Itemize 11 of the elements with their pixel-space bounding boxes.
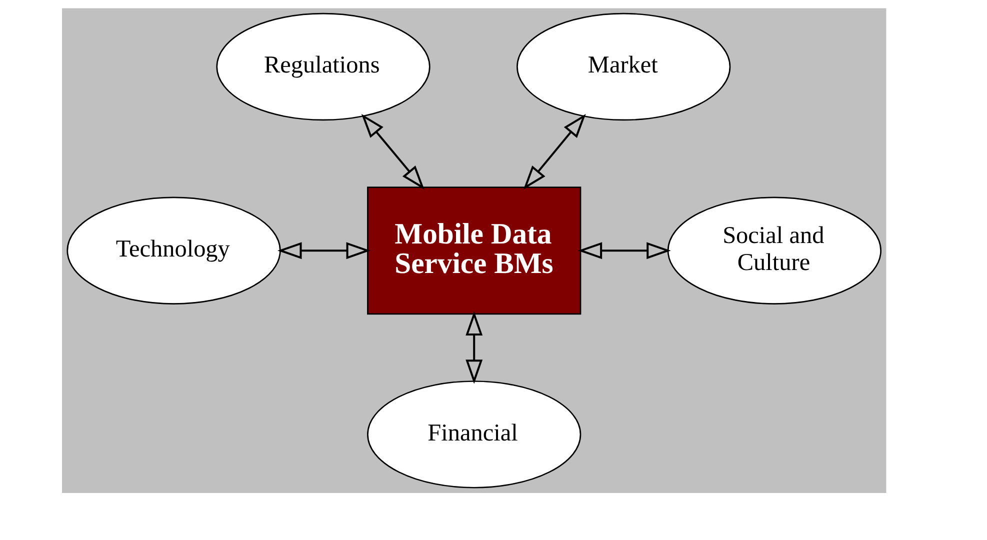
node-ellipse: Regulations: [216, 12, 430, 121]
arrow: [361, 114, 424, 190]
arrow: [578, 242, 671, 260]
arrow: [277, 242, 371, 260]
node-ellipse: Financial: [367, 380, 582, 488]
node-box: Mobile Data Service BMs: [367, 186, 582, 315]
arrow: [466, 311, 483, 384]
node-ellipse: Social and Culture: [667, 196, 882, 304]
node-ellipse: Technology: [66, 196, 281, 304]
node-ellipse: Market: [516, 12, 731, 121]
arrow: [523, 114, 586, 190]
